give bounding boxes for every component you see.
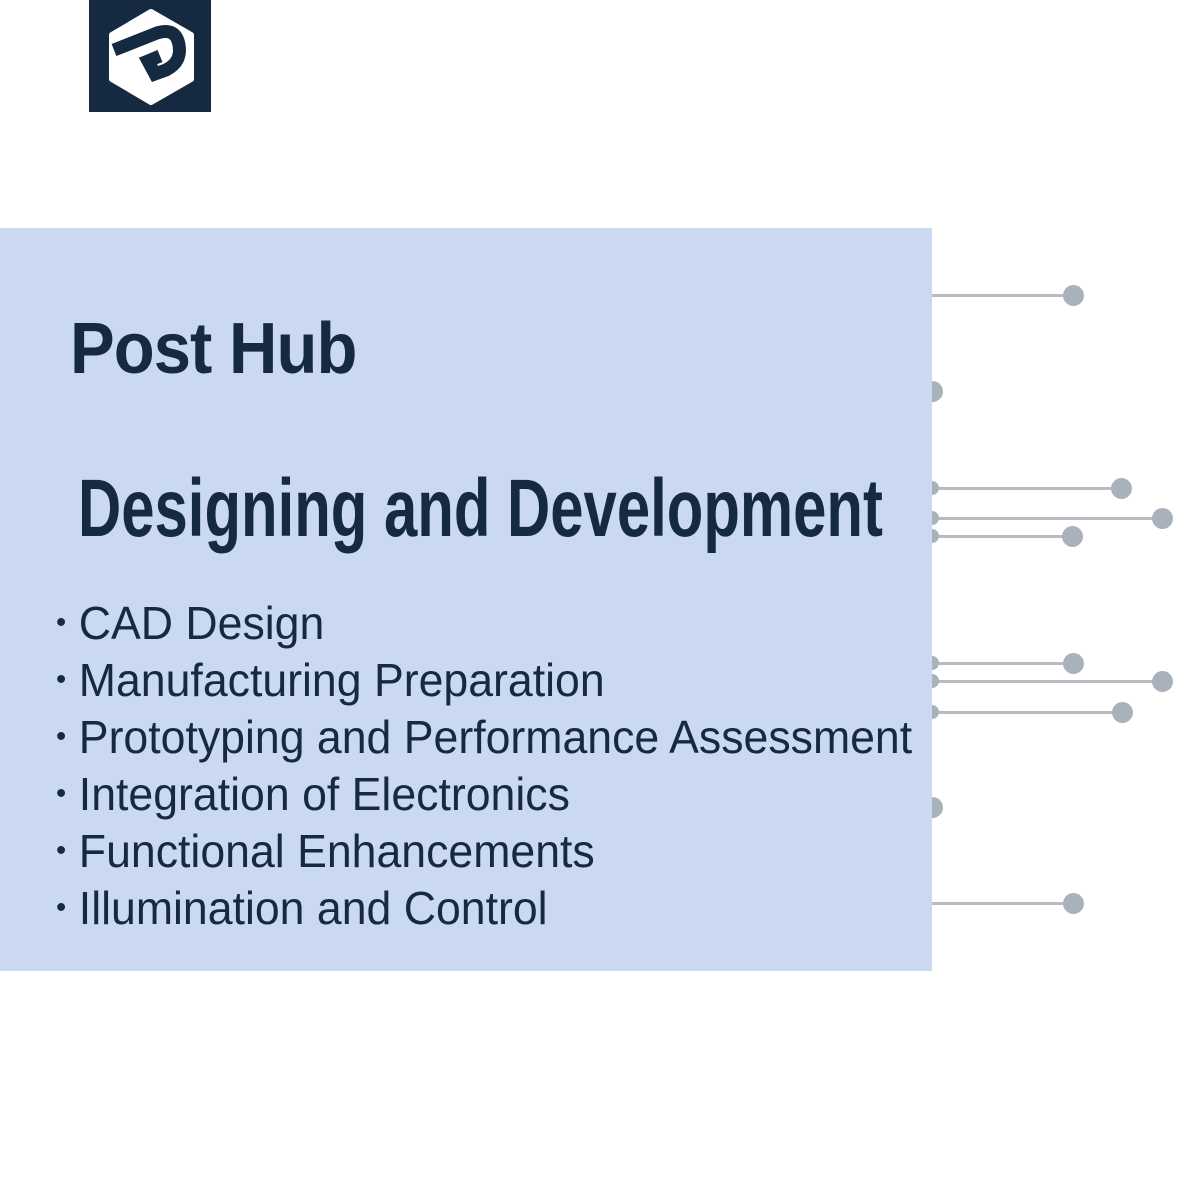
content-panel	[0, 228, 932, 971]
list-item-label: Manufacturing Preparation	[78, 653, 605, 706]
connector-line	[920, 487, 1121, 490]
connector-end-dot	[1063, 285, 1084, 306]
list-item-label: Integration of Electronics	[78, 767, 570, 820]
bullet-icon: •	[56, 776, 67, 810]
connector-line	[920, 535, 1072, 538]
bullet-icon: •	[56, 890, 67, 924]
connector-line	[920, 680, 1162, 683]
connector-end-dot	[1152, 508, 1173, 529]
connector-line	[920, 711, 1122, 714]
brand-logo	[89, 0, 211, 112]
page-subtitle: Designing and Development	[78, 463, 883, 554]
list-item-label: Prototyping and Performance Assessment	[78, 710, 913, 763]
connector-end-dot	[1063, 653, 1084, 674]
list-item: • Manufacturing Preparation	[56, 651, 912, 708]
list-item: • Integration of Electronics	[56, 765, 912, 822]
list-item: • CAD Design	[56, 594, 912, 651]
list-item-label: Illumination and Control	[78, 881, 548, 934]
connector-line	[920, 517, 1162, 520]
bullet-icon: •	[56, 662, 67, 696]
connector-line	[920, 902, 1073, 905]
hexagon-a-logo-icon	[109, 9, 194, 105]
bullet-icon: •	[56, 833, 67, 867]
connector-end-dot	[1112, 702, 1133, 723]
list-item: • Prototyping and Performance Assessment	[56, 708, 912, 765]
connector-line	[920, 294, 1073, 297]
connector-end-dot	[1111, 478, 1132, 499]
page-title: Post Hub	[70, 309, 357, 389]
bullet-icon: •	[56, 719, 67, 753]
list-item: • Functional Enhancements	[56, 822, 912, 879]
list-item: • Illumination and Control	[56, 879, 912, 936]
connector-end-dot	[1063, 893, 1084, 914]
connector-end-dot	[1062, 526, 1083, 547]
feature-list: • CAD Design • Manufacturing Preparation • Pr…	[56, 594, 939, 936]
connector-end-dot	[1152, 671, 1173, 692]
list-item-label: Functional Enhancements	[78, 824, 595, 877]
connector-line	[920, 662, 1073, 665]
bullet-icon: •	[56, 605, 67, 639]
list-item-label: CAD Design	[78, 596, 325, 649]
